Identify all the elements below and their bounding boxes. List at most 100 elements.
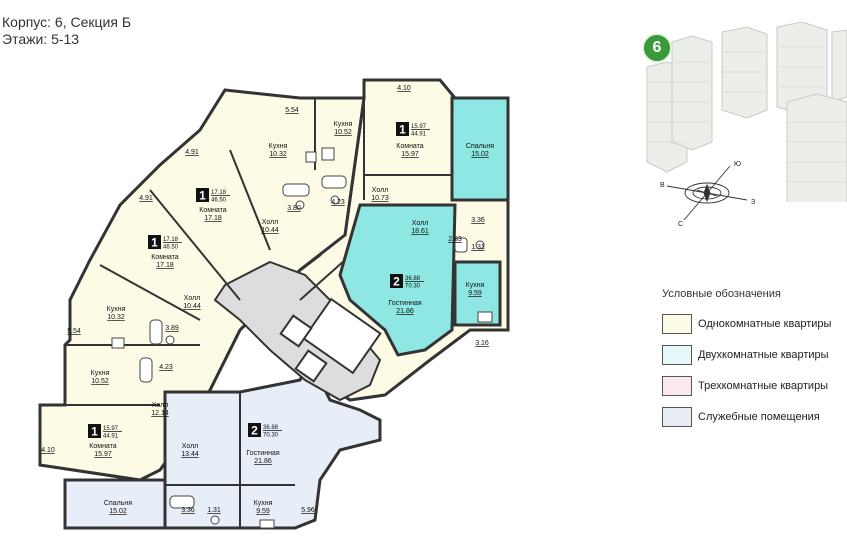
svg-text:Комната: Комната — [151, 254, 179, 261]
area-label: 3.80 — [287, 205, 301, 212]
bathtub-icon — [149, 319, 163, 345]
badge-total-area: 44.91 — [411, 132, 427, 138]
wall — [149, 189, 241, 301]
elevator-shaft — [294, 349, 328, 383]
floors-label: Этажи: 5-13 — [2, 31, 80, 47]
badge-total-area: 44.91 — [103, 434, 119, 440]
svg-text:10.52: 10.52 — [334, 129, 352, 136]
stove-icon — [111, 337, 125, 349]
badge-number: 1 — [91, 425, 98, 439]
svg-text:12.14: 12.14 — [151, 410, 169, 417]
badge-living-area: 36.88 — [263, 425, 279, 431]
svg-text:Кухня: Кухня — [91, 370, 110, 377]
badge-total-area: 46.50 — [163, 245, 179, 251]
tower-shape — [671, 35, 713, 151]
toilet-icon — [210, 515, 220, 525]
svg-text:Холл: Холл — [262, 219, 279, 226]
toilet-icon — [165, 335, 175, 345]
badge-living-area: 15.97 — [103, 426, 119, 432]
badge-total-area: 70.30 — [405, 284, 421, 290]
legend-label: Трехкомнатные квартиры — [698, 380, 829, 392]
wall — [299, 259, 346, 301]
area-label: 3.36 — [181, 507, 195, 514]
legend-label: Однокомнатные квартиры — [698, 318, 832, 330]
badge-number: 1 — [151, 236, 158, 250]
badge-number: 2 — [251, 424, 258, 438]
legend-swatch — [662, 407, 692, 427]
badge-total-area: 46.50 — [211, 198, 227, 204]
area-label: 3.16 — [475, 340, 489, 347]
stove-icon — [321, 147, 335, 161]
building-number-badge: 6 — [642, 33, 672, 63]
svg-text:15.97: 15.97 — [94, 451, 112, 458]
area-label: 3.36 — [471, 217, 485, 224]
legend-item-two-room: Двухкомнатные квартиры — [662, 345, 831, 365]
svg-text:10.44: 10.44 — [261, 227, 279, 234]
toilet-icon — [475, 240, 485, 250]
svg-text:Кухня: Кухня — [107, 306, 126, 313]
svg-text:Кухня: Кухня — [254, 500, 273, 507]
tower-shape — [721, 26, 768, 119]
area-label: 1.31 — [207, 507, 221, 514]
badge-living-area: 17.18 — [163, 237, 179, 243]
badge-number: 1 — [399, 123, 406, 137]
compass-rose-icon: Ю З С В — [660, 161, 755, 228]
legend-swatch — [662, 376, 692, 396]
svg-text:9.59: 9.59 — [256, 508, 270, 515]
svg-text:18.61: 18.61 — [411, 228, 429, 235]
legend-swatch — [662, 314, 692, 334]
legend-item-three-room: Трехкомнатные квартиры — [662, 376, 831, 396]
area-label: 5.54 — [285, 107, 299, 114]
badge-living-area: 15.97 — [411, 124, 427, 130]
bathtub-icon — [282, 183, 310, 197]
legend-label: Служебные помещения — [698, 411, 820, 423]
area-label: 2.83 — [448, 236, 462, 243]
svg-text:13.44: 13.44 — [181, 451, 199, 458]
legend: Условные обозначения Однокомнатные кварт… — [662, 288, 831, 438]
svg-text:Гостинная: Гостинная — [388, 300, 421, 307]
stove-icon — [305, 151, 317, 163]
highlight-kitchen — [453, 260, 502, 327]
svg-text:Холл: Холл — [184, 295, 201, 302]
compass-south-label: С — [678, 221, 683, 228]
area-label: 4.10 — [41, 447, 55, 454]
bathtub-icon — [169, 495, 195, 509]
bathtub-icon — [454, 237, 468, 253]
area-badge: 1 17.18 46.50 — [196, 188, 230, 204]
area-label: 4.91 — [139, 195, 153, 202]
svg-text:10.32: 10.32 — [269, 151, 287, 158]
svg-text:Комната: Комната — [89, 443, 117, 450]
stove-icon — [259, 519, 275, 529]
legend-title: Условные обозначения — [662, 288, 781, 300]
svg-text:Холл: Холл — [152, 402, 169, 409]
svg-text:9.59: 9.59 — [468, 290, 482, 297]
svg-text:15.97: 15.97 — [401, 151, 419, 158]
area-label: 5.54 — [67, 328, 81, 335]
svg-text:10.32: 10.32 — [107, 314, 125, 321]
area-badge: 1 15.97 44.91 — [88, 424, 122, 440]
svg-text:Комната: Комната — [199, 207, 227, 214]
wall — [229, 149, 271, 251]
svg-text:Спальня: Спальня — [466, 143, 494, 150]
legend-label: Двухкомнатные квартиры — [698, 349, 829, 361]
stove-icon — [477, 311, 493, 323]
bathtub-icon — [139, 357, 153, 383]
area-badge: 1 17.18 46.50 — [148, 235, 182, 251]
badge-living-area: 17.18 — [211, 190, 227, 196]
header: Корпус: 6, Секция Б Этажи: 5-13 — [2, 14, 131, 48]
compass-east-label: З — [751, 199, 755, 206]
compass-north-label: Ю — [734, 161, 741, 168]
compass-west-label: В — [660, 182, 665, 189]
badge-living-area: 36.88 — [405, 276, 421, 282]
